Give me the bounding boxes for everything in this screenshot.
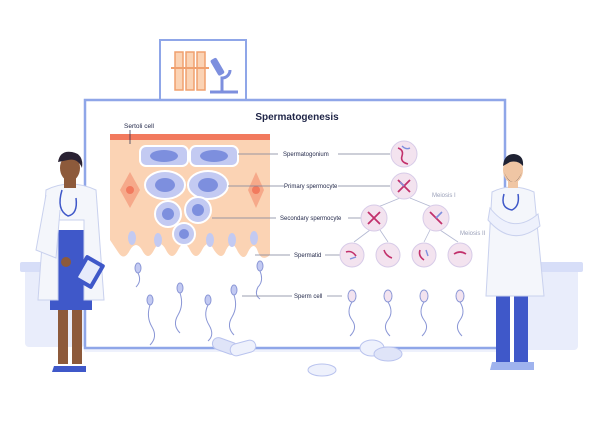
diagram-title: Spermatogenesis xyxy=(255,112,339,123)
tissue-secondary-spermocytes xyxy=(154,196,212,246)
pills-icon xyxy=(211,337,403,377)
secondary-spermocyte-cell-1 xyxy=(360,204,388,232)
label-spermatid: Spermatid xyxy=(294,253,321,259)
spermatid-cell-3 xyxy=(411,242,437,268)
primary-spermocyte-cell xyxy=(390,172,418,200)
meiosis-2-label: Meiosis II xyxy=(460,231,486,237)
label-spermatogonium: Spermatogonium xyxy=(283,152,329,158)
mature-sperm-row xyxy=(347,289,465,337)
division-lines xyxy=(353,197,459,243)
spermatid-cell-4 xyxy=(447,242,473,268)
sperm-cells-swimming xyxy=(134,260,264,346)
spermatogonium-cell xyxy=(390,140,418,168)
male-doctor xyxy=(485,154,545,370)
sertoli-cell-label: Sertoli cell xyxy=(124,123,155,130)
tissue-spermatogonia xyxy=(139,145,239,167)
leader-lines xyxy=(212,153,390,297)
meiosis-1-label: Meiosis I xyxy=(432,193,456,199)
label-primary-spermocyte: Primary spermocyte xyxy=(284,184,338,190)
spermatid-cell-2 xyxy=(375,242,401,268)
microscope-test-tubes-icon xyxy=(159,39,247,101)
spermatid-cell-1 xyxy=(339,242,365,268)
tissue-spermatids xyxy=(128,231,258,247)
tissue-primary-spermocytes xyxy=(144,170,229,200)
secondary-spermocyte-cell-2 xyxy=(422,204,450,232)
label-secondary-spermocyte: Secondary spermocyte xyxy=(280,216,342,222)
female-doctor xyxy=(35,151,105,372)
label-sperm-cell: Sperm cell xyxy=(294,294,322,300)
